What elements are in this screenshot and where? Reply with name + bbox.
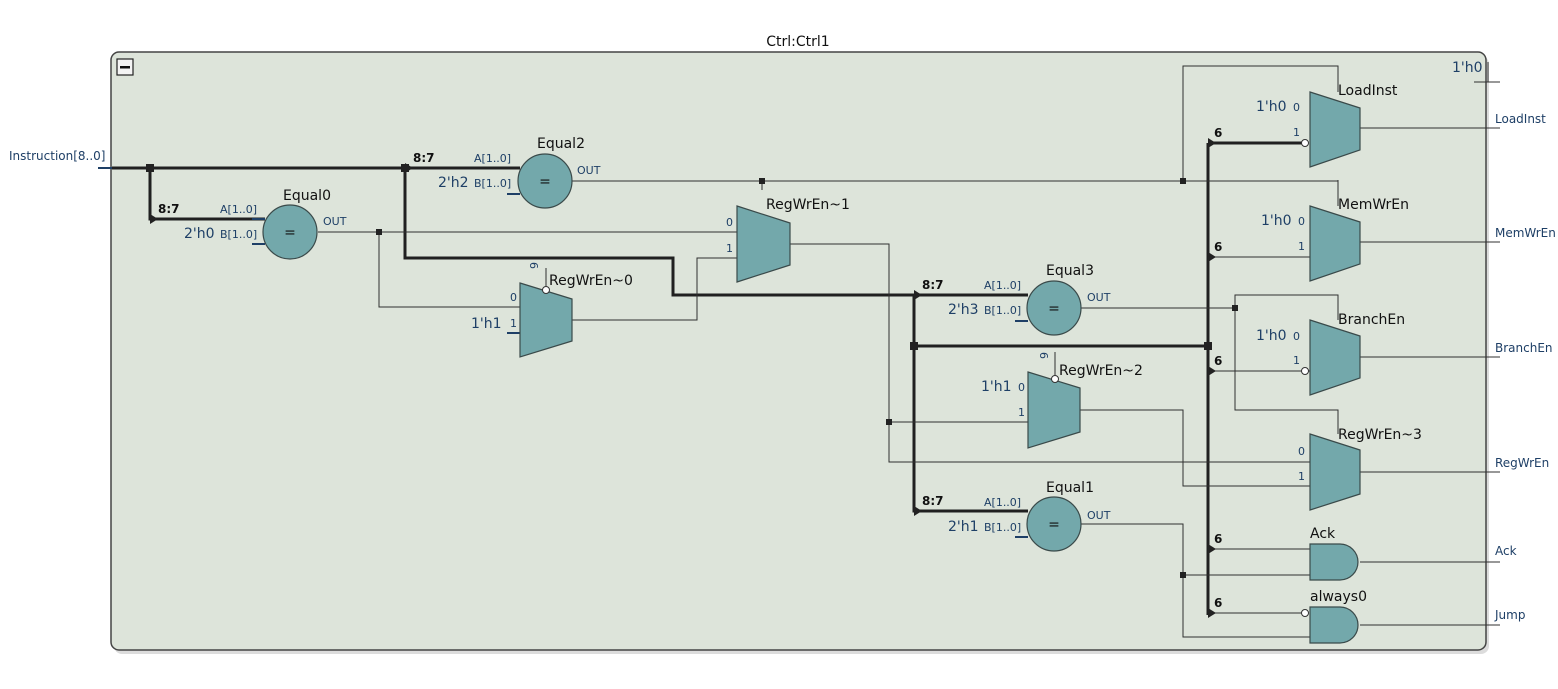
output-branchen[interactable]: BranchEn xyxy=(1495,341,1553,355)
svg-text:0: 0 xyxy=(1293,101,1300,114)
slice-label: 8:7 xyxy=(922,278,944,292)
input-instruction[interactable]: Instruction[8..0] xyxy=(9,149,106,163)
svg-text:0: 0 xyxy=(510,291,517,304)
slice-label: 6 xyxy=(1214,596,1222,610)
svg-text:RegWrEn~2: RegWrEn~2 xyxy=(1059,363,1143,379)
comparator-equal0[interactable]: = Equal0 A[1..0] B[1..0] OUT 2'h0 xyxy=(184,188,347,260)
svg-text:1'h0: 1'h0 xyxy=(1261,213,1292,229)
slice-label: 8:7 xyxy=(158,202,180,216)
svg-text:A[1..0]: A[1..0] xyxy=(220,203,257,216)
mux-branchen[interactable]: BranchEn 0 1 1'h0 xyxy=(1256,312,1405,396)
svg-text:0: 0 xyxy=(1298,445,1305,458)
comparator-equal3[interactable]: = Equal3 A[1..0] B[1..0] OUT 2'h3 xyxy=(948,263,1111,336)
svg-text:6: 6 xyxy=(527,262,540,269)
comparator-equal2[interactable]: = Equal2 A[1..0] B[1..0] OUT 2'h2 xyxy=(438,136,601,209)
collapse-button[interactable] xyxy=(116,58,134,76)
svg-text:B[1..0]: B[1..0] xyxy=(984,304,1021,317)
svg-text:1: 1 xyxy=(1018,406,1025,419)
svg-text:1: 1 xyxy=(1298,240,1305,253)
svg-text:Equal3: Equal3 xyxy=(1046,263,1094,279)
svg-text:2'h3: 2'h3 xyxy=(948,302,979,318)
and-gate-always0[interactable]: always0 xyxy=(1301,589,1367,644)
svg-text:RegWrEn~1: RegWrEn~1 xyxy=(766,197,850,213)
slice-label: 6 xyxy=(1214,240,1222,254)
svg-text:always0: always0 xyxy=(1310,589,1367,605)
svg-text:B[1..0]: B[1..0] xyxy=(984,521,1021,534)
svg-text:1'h0: 1'h0 xyxy=(1256,99,1287,115)
top-const: 1'h0 xyxy=(1452,60,1483,76)
bus-arrows xyxy=(150,138,1216,618)
svg-text:A[1..0]: A[1..0] xyxy=(984,496,1021,509)
slice-label: 6 xyxy=(1214,532,1222,546)
slice-label: 8:7 xyxy=(922,494,944,508)
svg-text:OUT: OUT xyxy=(1087,291,1111,304)
svg-text:2'h0: 2'h0 xyxy=(184,226,215,242)
svg-text:1: 1 xyxy=(510,317,517,330)
block-title: Ctrl:Ctrl1 xyxy=(766,34,829,50)
svg-text:Equal0: Equal0 xyxy=(283,188,331,204)
svg-text:Ack: Ack xyxy=(1310,526,1336,542)
svg-text:1'h1: 1'h1 xyxy=(981,379,1012,395)
output-regwren[interactable]: RegWrEn xyxy=(1495,456,1549,470)
svg-text:OUT: OUT xyxy=(1087,509,1111,522)
slice-label: 6 xyxy=(1214,126,1222,140)
svg-text:OUT: OUT xyxy=(323,215,347,228)
mux-memwren[interactable]: MemWrEn 0 1 1'h0 xyxy=(1261,197,1409,282)
output-ack[interactable]: Ack xyxy=(1495,544,1517,558)
svg-text:B[1..0]: B[1..0] xyxy=(474,177,511,190)
slice-label: 6 xyxy=(1214,354,1222,368)
svg-text:=: = xyxy=(1048,517,1060,533)
svg-text:1'h0: 1'h0 xyxy=(1256,328,1287,344)
svg-text:1: 1 xyxy=(726,242,733,255)
svg-text:=: = xyxy=(539,174,551,190)
svg-text:BranchEn: BranchEn xyxy=(1338,312,1405,328)
svg-text:=: = xyxy=(1048,301,1060,317)
comparator-equal1[interactable]: = Equal1 A[1..0] B[1..0] OUT 2'h1 xyxy=(948,480,1111,552)
svg-text:0: 0 xyxy=(726,216,733,229)
svg-text:1: 1 xyxy=(1293,126,1300,139)
output-memwren[interactable]: MemWrEn xyxy=(1495,226,1556,240)
svg-text:LoadInst: LoadInst xyxy=(1338,83,1398,99)
svg-text:0: 0 xyxy=(1298,215,1305,228)
mux-regwren-2[interactable]: RegWrEn~2 0 1 1'h1 6 xyxy=(981,352,1143,449)
svg-text:A[1..0]: A[1..0] xyxy=(474,152,511,165)
output-jump[interactable]: Jump xyxy=(1494,608,1525,622)
svg-text:Equal1: Equal1 xyxy=(1046,480,1094,496)
svg-text:=: = xyxy=(284,225,296,241)
svg-text:Equal2: Equal2 xyxy=(537,136,585,152)
ctrl-block[interactable] xyxy=(110,51,1487,651)
mux-loadinst[interactable]: LoadInst 0 1 1'h0 xyxy=(1256,83,1398,168)
svg-text:0: 0 xyxy=(1293,330,1300,343)
svg-text:B[1..0]: B[1..0] xyxy=(220,228,257,241)
mux-regwren-3[interactable]: RegWrEn~3 0 1 xyxy=(1298,427,1422,511)
svg-text:MemWrEn: MemWrEn xyxy=(1338,197,1409,213)
svg-text:1'h1: 1'h1 xyxy=(471,316,502,332)
svg-text:0: 0 xyxy=(1018,381,1025,394)
output-loadinst[interactable]: LoadInst xyxy=(1495,112,1546,126)
mux-regwren-0[interactable]: RegWrEn~0 0 1 1'h1 6 xyxy=(471,262,633,358)
svg-text:6: 6 xyxy=(1037,352,1050,359)
slice-label: 8:7 xyxy=(413,151,435,165)
mux-regwren-1[interactable]: RegWrEn~1 0 1 xyxy=(726,197,850,283)
svg-text:RegWrEn~3: RegWrEn~3 xyxy=(1338,427,1422,443)
svg-text:1: 1 xyxy=(1293,354,1300,367)
svg-text:2'h2: 2'h2 xyxy=(438,175,469,191)
svg-text:A[1..0]: A[1..0] xyxy=(984,279,1021,292)
svg-text:1: 1 xyxy=(1298,470,1305,483)
svg-text:RegWrEn~0: RegWrEn~0 xyxy=(549,273,633,289)
svg-text:2'h1: 2'h1 xyxy=(948,519,979,535)
and-gate-ack[interactable]: Ack xyxy=(1309,526,1359,581)
svg-text:OUT: OUT xyxy=(577,164,601,177)
